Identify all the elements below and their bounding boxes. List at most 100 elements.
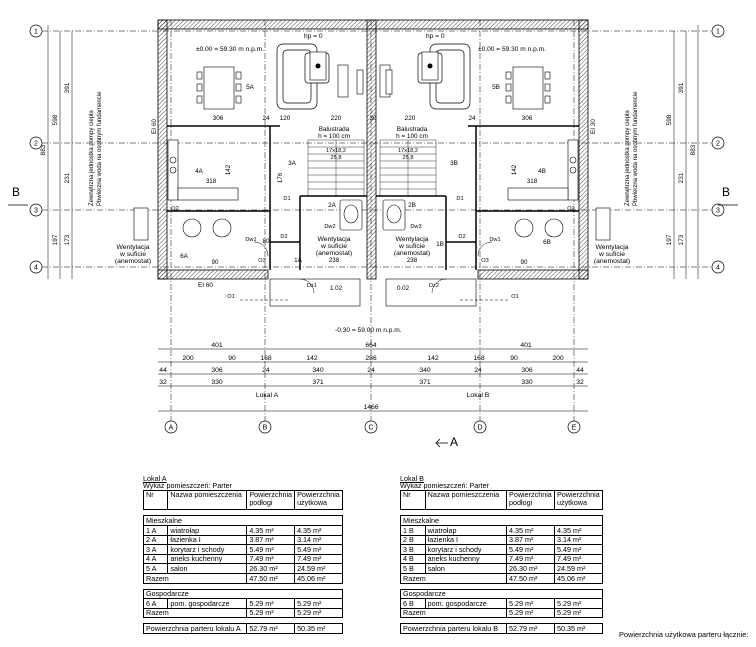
svg-text:EI 60: EI 60: [198, 282, 213, 289]
svg-text:32: 32: [159, 379, 167, 386]
svg-text:Dw2: Dw2: [324, 224, 335, 230]
svg-text:142: 142: [306, 355, 318, 362]
ventilation-note-b: Wentylacja: [595, 244, 628, 251]
svg-text:C: C: [368, 425, 373, 432]
svg-text:371: 371: [419, 379, 431, 386]
axis-bubble-1: [29, 24, 43, 38]
svg-text:220: 220: [331, 115, 342, 122]
svg-text:173: 173: [678, 234, 685, 245]
section-mark-left: B: [12, 185, 20, 199]
room-tag-1a: 1A: [294, 257, 303, 264]
svg-text:238: 238: [407, 257, 418, 264]
svg-text:168: 168: [260, 355, 272, 362]
svg-text:306: 306: [213, 115, 224, 122]
room-tag-3a: 3A: [288, 160, 297, 167]
ventilation-note-a: Wentylacja: [116, 244, 149, 251]
axis-bubbles: [29, 24, 725, 434]
section-label: Mieszkalne: [143, 515, 343, 526]
fire-rating-b: EI 30: [590, 119, 597, 134]
svg-text:D2: D2: [458, 234, 465, 240]
svg-text:Pbwierzna woda na osobnym fund: Pbwierzna woda na osobnym fundamencie: [633, 91, 639, 206]
svg-text:44: 44: [576, 367, 584, 374]
svg-text:168: 168: [473, 355, 485, 362]
svg-text:391: 391: [64, 82, 71, 93]
svg-text:Dz1: Dz1: [307, 283, 317, 289]
svg-text:Dw3: Dw3: [410, 224, 421, 230]
svg-text:w suficie: w suficie: [119, 251, 146, 258]
axis-bubble-c: [364, 420, 378, 434]
svg-text:17x18,2: 17x18,2: [398, 148, 418, 154]
svg-text:24: 24: [367, 367, 375, 374]
svg-text:D1: D1: [283, 196, 290, 202]
svg-text:142: 142: [427, 355, 439, 362]
table-subtitle: Wykaz pomieszczeń: Parter: [400, 481, 490, 491]
svg-text:286: 286: [365, 355, 377, 362]
party-wall: [366, 19, 377, 280]
lokal-b-label: Lokal B: [467, 392, 490, 399]
table-title: Lokal B: [400, 474, 424, 483]
svg-text:176: 176: [277, 172, 284, 183]
svg-text:O1: O1: [511, 294, 518, 300]
table-header-row: Nr Nazwa pomieszczenia Powierzchnia podł…: [400, 490, 603, 511]
door-swings: [253, 241, 493, 294]
section-label: Mieszkalne: [400, 515, 603, 526]
room-tag-3b: 3B: [450, 160, 458, 167]
axis-bubble-3: [29, 203, 43, 217]
svg-text:O2: O2: [171, 206, 178, 212]
svg-text:24: 24: [262, 115, 270, 122]
svg-text:598: 598: [52, 114, 59, 125]
svg-text:90: 90: [510, 355, 518, 362]
svg-text:401: 401: [520, 342, 532, 349]
svg-text:231: 231: [64, 172, 71, 183]
plant-icon: [427, 63, 433, 69]
heat-pump-units: [133, 207, 611, 241]
svg-text:3: 3: [716, 208, 720, 215]
svg-text:B: B: [263, 425, 268, 432]
svg-text:330: 330: [521, 379, 533, 386]
svg-text:4: 4: [716, 265, 720, 272]
svg-text:883: 883: [40, 144, 47, 155]
kitchen-b: [507, 139, 579, 201]
svg-text:220: 220: [405, 115, 416, 122]
svg-text:318: 318: [206, 178, 217, 185]
elevation-label-outside: -0.30 = 59.00 m n.p.m.: [335, 327, 402, 334]
svg-text:(anemostat): (anemostat): [394, 250, 430, 257]
entrance-porches: [240, 278, 510, 307]
svg-text:w suficie: w suficie: [320, 243, 347, 250]
svg-text:401: 401: [211, 342, 223, 349]
room-tag-6a: 6A: [180, 253, 189, 260]
svg-text:(anemostat): (anemostat): [594, 258, 630, 265]
svg-text:120: 120: [280, 115, 291, 122]
svg-text:h = 100 cm: h = 100 cm: [396, 133, 428, 140]
room-schedule-lokal-a: Lokal A Wykaz pomieszczeń: Parter Nr Naz…: [142, 475, 343, 634]
svg-text:O1: O1: [227, 294, 234, 300]
section-label: Gospodarcze: [400, 588, 603, 600]
svg-text:D2: D2: [280, 234, 287, 240]
svg-text:4: 4: [34, 265, 38, 272]
balustrade-label-b: Balustrada: [397, 126, 428, 133]
axis-bubble-a: [164, 420, 178, 434]
svg-text:O3: O3: [481, 258, 488, 264]
section-mark-right: B: [722, 185, 730, 199]
svg-text:17x18,2: 17x18,2: [326, 148, 346, 154]
room-schedule-lokal-b: Lokal B Wykaz pomieszczeń: Parter Nr Naz…: [399, 474, 603, 634]
stairs-b: [379, 139, 437, 197]
room-tag-5a: 5A: [246, 84, 255, 91]
svg-text:D1: D1: [456, 196, 463, 202]
bathroom-fixtures: [182, 199, 564, 238]
svg-text:Dw1: Dw1: [489, 237, 500, 243]
svg-text:238: 238: [329, 257, 340, 264]
dining-set-a: [196, 66, 242, 110]
svg-text:90: 90: [521, 259, 528, 266]
fire-rating-a: EI 60: [151, 119, 158, 134]
elevation-label-a: ±0.00 = 59.30 m n.p.m.: [196, 46, 264, 53]
